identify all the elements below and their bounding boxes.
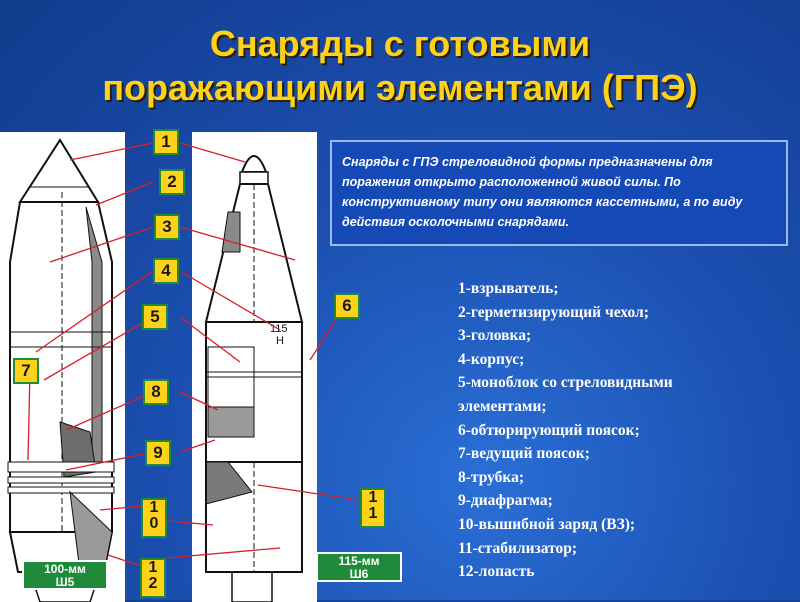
svg-text:115: 115 [270,323,288,335]
legend-item: 1-взрыватель; [458,280,559,297]
callout-label-7: 7 [13,358,39,384]
legend-item: 3-головка; [458,327,532,345]
description-box: Снаряды с ГПЭ стреловидной формы предназ… [330,140,788,246]
callout-label-8: 8 [143,379,169,405]
caption-115mm: 115-мм Ш6 [316,552,402,582]
parts-legend: 1-взрыватель; 2-герметизирующий чехол; 3… [458,277,793,584]
title-line-1: Снаряды с готовыми [209,23,591,64]
callout-label-9: 9 [145,440,171,466]
legend-item: 7-ведущий поясок; [458,445,590,463]
callout-label-11: 1 1 [360,488,386,528]
svg-text:Н: Н [276,335,284,347]
legend-item: 12-лопасть [458,563,535,581]
legend-item: 4-корпус; [458,350,525,368]
callout-label-2: 2 [159,169,185,195]
callout-label-5: 5 [142,304,168,330]
slide-title: Снаряды с готовыми поражающими элементам… [0,22,800,110]
legend-item: 2-герметизирующий чехол; [458,303,649,321]
caption-100mm: 100-мм Ш5 [22,560,108,590]
callout-label-6: 6 [334,293,360,319]
legend-item: 8-трубка; [458,468,525,486]
legend-item: 5-моноблок со стреловидными [458,374,673,392]
callout-label-12: 1 2 [140,558,166,598]
legend-item: 11-стабилизатор; [458,539,578,557]
callout-label-10: 1 0 [141,498,167,538]
callout-label-3: 3 [154,214,180,240]
callout-label-4: 4 [153,258,179,284]
title-line-2: поражающими элементами (ГПЭ) [102,67,698,108]
legend-item: 10-вышибной заряд (ВЗ); [458,515,636,533]
legend-item: элементами; [458,397,547,415]
drawing-115mm-projectile: 115 Н [192,132,317,602]
projectile-115mm-svg: 115 Н [192,132,317,602]
legend-item: 9-диафрагма; [458,492,553,510]
callout-label-1: 1 [153,129,179,155]
legend-item: 6-обтюрирующий поясок; [458,421,640,439]
